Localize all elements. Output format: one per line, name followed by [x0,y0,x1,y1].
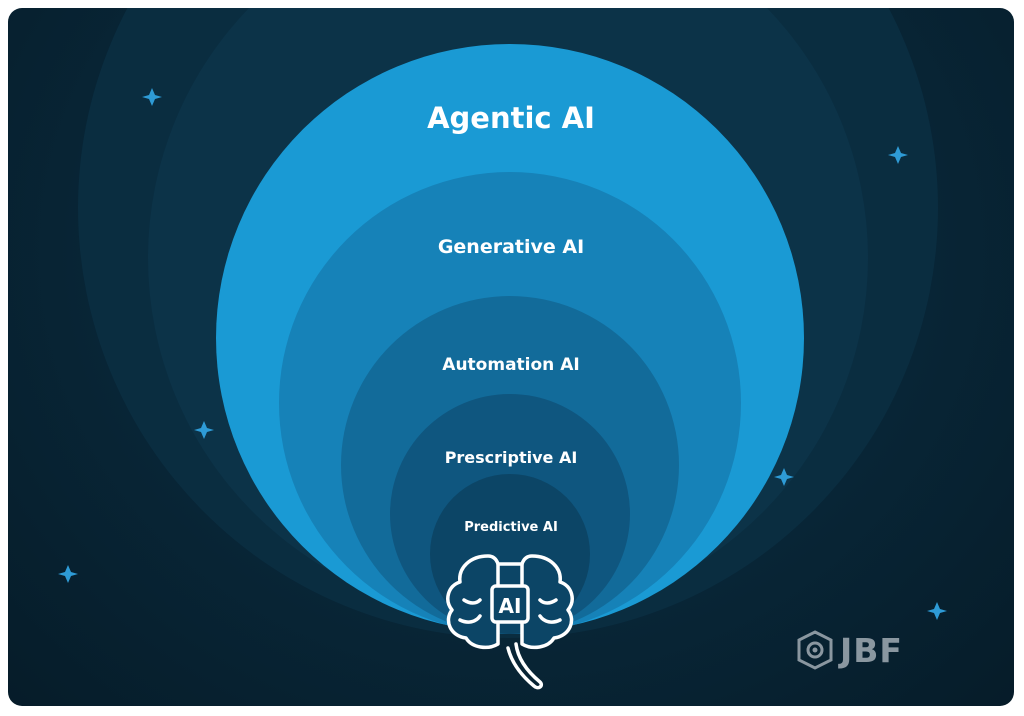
sparkle-icon [194,421,214,439]
sparkle-icon [927,602,947,620]
ai-chip-label: AI [499,594,522,618]
layer-label-agentic: Agentic AI [427,101,595,135]
brand-logo: JBF [796,630,903,670]
layer-label-prescriptive: Prescriptive AI [444,448,578,467]
diagram-card: AI Agentic AI Generative AI Automation A… [8,8,1014,706]
nested-circles-diagram: AI [58,8,947,690]
layer-label-generative: Generative AI [437,236,585,258]
brain-icon [446,554,574,690]
sparkle-icon [142,88,162,106]
sparkle-icon [774,468,794,486]
brand-logo-text: JBF [840,630,903,670]
sparkle-icon [58,565,78,583]
shield-gear-icon [797,630,833,670]
layer-label-predictive: Predictive AI [464,520,558,535]
sparkle-icon [888,146,908,164]
layer-label-automation: Automation AI [442,355,580,375]
